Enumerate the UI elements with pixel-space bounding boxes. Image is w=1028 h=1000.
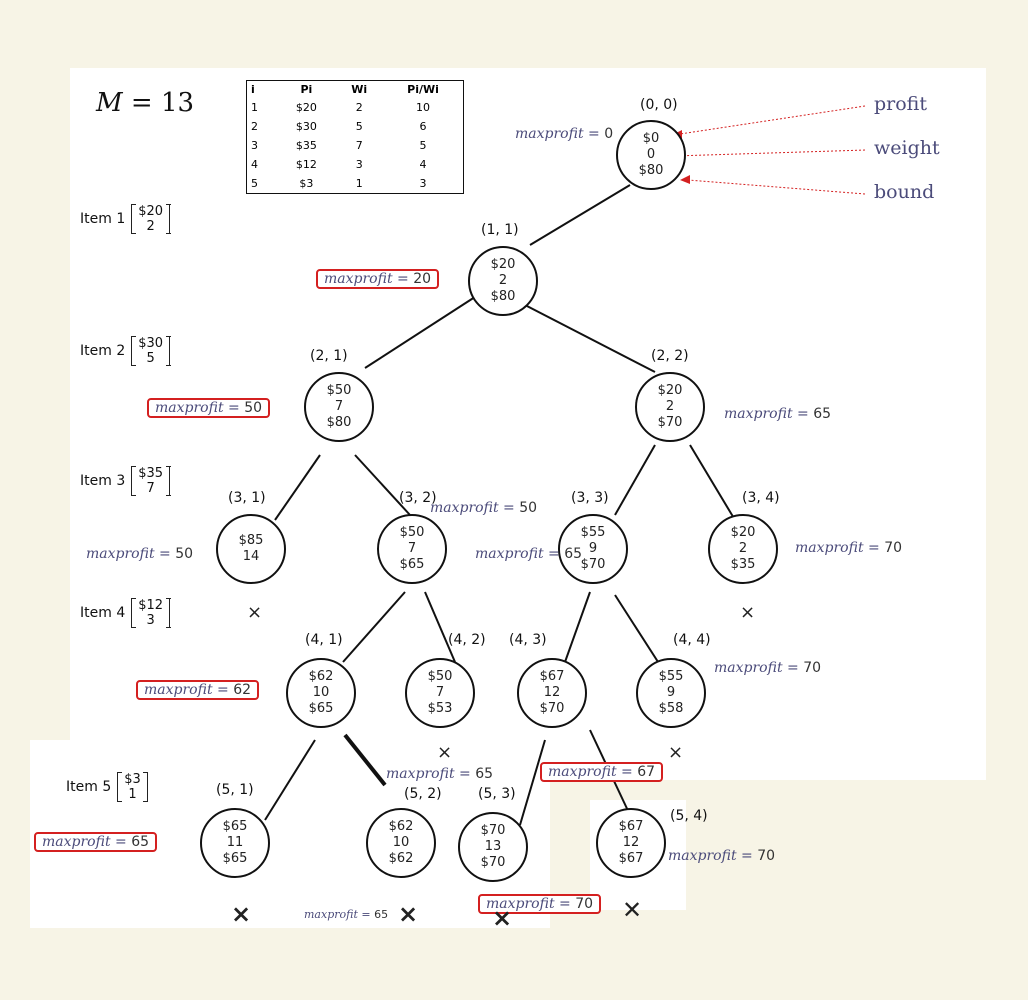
edge-00-11	[529, 184, 631, 246]
maxprofit-label: maxprofit = 20	[316, 269, 440, 289]
arrow-profit	[679, 105, 866, 135]
edge-41-51	[264, 739, 316, 821]
pruned-mark: ×	[740, 602, 756, 623]
pruned-mark: ×	[437, 742, 453, 763]
edge-32-42	[424, 591, 456, 663]
edge-11-21	[364, 294, 479, 369]
maxprofit-label: maxprofit = 50	[430, 500, 538, 516]
maxprofit-label: maxprofit = 62	[136, 680, 260, 700]
maxprofit-label: maxprofit = 65	[34, 832, 158, 852]
node-coord: (3, 4)	[742, 490, 780, 506]
arrow-weight	[674, 149, 866, 157]
maxprofit-label: maxprofit = 70	[668, 848, 776, 864]
maxprofit-label: maxprofit = 65	[304, 908, 389, 921]
edge-22-33	[614, 444, 656, 516]
table-header: i	[251, 83, 255, 96]
capacity-label: M = 13	[96, 88, 195, 118]
maxprofit-label: maxprofit = 65	[724, 406, 832, 422]
edge-41-52	[343, 733, 387, 787]
pruned-mark: ✕	[622, 896, 643, 924]
edge-33-43	[564, 591, 591, 663]
node-coord: (3, 3)	[571, 490, 609, 506]
maxprofit-label: maxprofit = 70	[714, 660, 822, 676]
edge-21-32	[354, 454, 411, 516]
pruned-mark: ×	[492, 904, 513, 932]
maxprofit-label: maxprofit = 50	[86, 546, 194, 562]
edge-33-44	[614, 594, 661, 666]
arrow-bound	[687, 179, 866, 195]
node-coord: (4, 3)	[509, 632, 547, 648]
legend-profit: profit	[874, 93, 927, 115]
node-coord: (4, 4)	[673, 632, 711, 648]
node-coord: (3, 2)	[399, 490, 437, 506]
node-coord: (4, 2)	[448, 632, 486, 648]
maxprofit-label: maxprofit = 0	[515, 126, 614, 142]
edge-11-22	[524, 304, 656, 373]
node-coord: (4, 1)	[305, 632, 343, 648]
edge-22-34	[689, 444, 736, 521]
legend-weight: weight	[874, 137, 940, 159]
edge-21-31	[274, 454, 321, 521]
node-coord: (2, 1)	[310, 348, 348, 364]
pruned-mark: ×	[398, 900, 419, 928]
node-coord: (5, 3)	[478, 786, 516, 802]
arrowhead-bound	[680, 175, 690, 184]
node-coord: (1, 1)	[481, 222, 519, 238]
edge-32-41	[342, 591, 406, 663]
pruned-mark: ×	[668, 742, 684, 763]
maxprofit-label: maxprofit = 67	[540, 762, 664, 782]
edge-43-53	[519, 739, 546, 826]
maxprofit-label: maxprofit = 50	[147, 398, 271, 418]
node-coord: (2, 2)	[651, 348, 689, 364]
pruned-mark: ×	[231, 900, 252, 928]
table-header: Wi	[351, 83, 368, 96]
node-coord: (5, 4)	[670, 808, 708, 824]
table-header: Pi	[300, 83, 313, 96]
node-coord: (3, 1)	[228, 490, 266, 506]
node-coord: (5, 2)	[404, 786, 442, 802]
legend-bound: bound	[874, 181, 935, 203]
pruned-mark: ×	[247, 602, 263, 623]
maxprofit-label: maxprofit = 65	[386, 766, 494, 782]
node-coord: (5, 1)	[216, 782, 254, 798]
maxprofit-label: maxprofit = 70	[795, 540, 903, 556]
maxprofit-label: maxprofit = 70	[478, 894, 602, 914]
node-coord: (0, 0)	[640, 97, 678, 113]
maxprofit-label: maxprofit = 65	[475, 546, 583, 562]
table-header-row: i Pi Wi Pi/Wi	[247, 81, 464, 99]
table-header: Pi/Wi	[407, 83, 439, 96]
